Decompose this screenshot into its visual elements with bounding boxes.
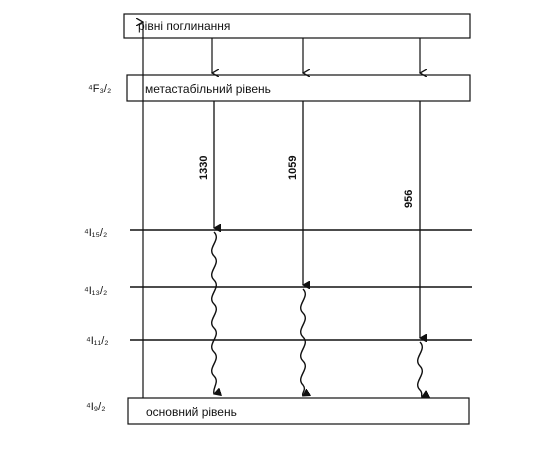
metastable-level-box — [126, 74, 471, 102]
absorption-levels-label: рівні поглинання — [138, 19, 230, 33]
decay-wave-3 — [417, 341, 423, 397]
absorption-levels-box — [123, 13, 471, 39]
metastable-level-label: метастабільний рівень — [145, 82, 271, 96]
term-label-4i15: ⁴I₁₅/₂ — [84, 227, 107, 239]
ground-term-label: ⁴I₉/₂ — [86, 401, 105, 413]
wavelength-label-1330: 1330 — [198, 156, 210, 180]
term-label-4i13: ⁴I₁₃/₂ — [84, 285, 107, 297]
ground-level-label: основний рівень — [146, 405, 237, 419]
decay-wave-1 — [211, 231, 217, 394]
decay-wave-2 — [300, 288, 306, 396]
metastable-term-label: ⁴F₃/₂ — [88, 83, 111, 95]
ground-level-box — [127, 397, 470, 425]
wavelength-label-956: 956 — [403, 190, 415, 208]
wavelength-label-1059: 1059 — [287, 156, 299, 180]
term-label-4i11: ⁴I₁₁/₂ — [86, 335, 109, 347]
